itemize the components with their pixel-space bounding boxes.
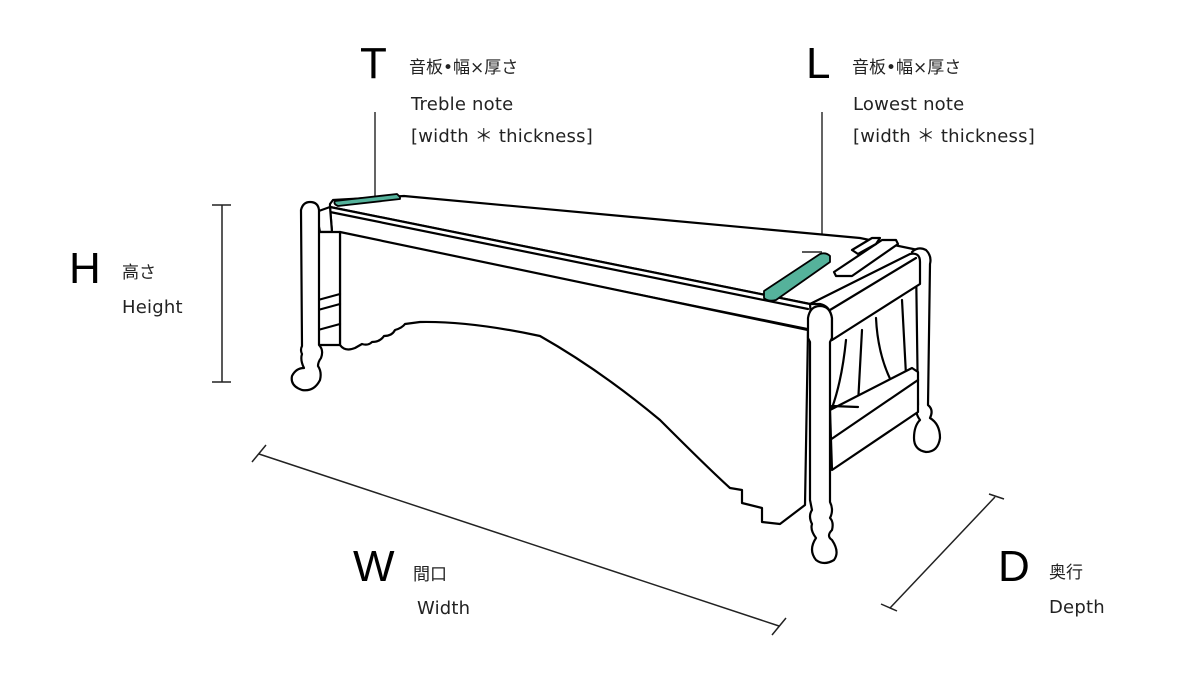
width-label-jp: 間口: [413, 565, 447, 585]
treble-bar: [333, 193, 401, 207]
treble-label-en: Treble note: [411, 94, 514, 115]
resonator-tube: [830, 338, 848, 410]
resonator-panel: [338, 230, 810, 526]
lower-stretcher: [828, 366, 920, 472]
depth-label-jp: 奥行: [1049, 563, 1083, 583]
bass-key: [832, 238, 900, 278]
width-label-en: Width: [417, 598, 471, 619]
width-letter: W: [353, 542, 395, 591]
treble-letter: T: [360, 39, 387, 88]
height-label-en: Height: [122, 297, 183, 318]
height-label-jp: 高さ: [122, 263, 156, 283]
marimba-illustration: [290, 193, 942, 565]
lowest-bar: [763, 252, 831, 302]
left-front-leg: [290, 200, 324, 392]
lowest-label-jp: 音板•幅×厚さ: [852, 58, 962, 78]
treble-label-jp: 音板•幅×厚さ: [409, 58, 519, 78]
height-dimension-line: [212, 204, 231, 383]
depth-dimension-line: [880, 493, 1005, 612]
depth-letter: D: [998, 542, 1030, 591]
treble-label-spec: [width ＊ thickness]: [411, 126, 593, 147]
width-dimension-line: [251, 444, 787, 636]
height-letter: H: [69, 244, 101, 293]
right-rail-end: [808, 252, 922, 342]
depth-label-en: Depth: [1049, 597, 1105, 618]
lowest-label-spec: [width ＊ thickness]: [853, 126, 1035, 147]
lowest-letter: L: [806, 39, 831, 88]
lowest-label-en: Lowest note: [853, 94, 965, 115]
